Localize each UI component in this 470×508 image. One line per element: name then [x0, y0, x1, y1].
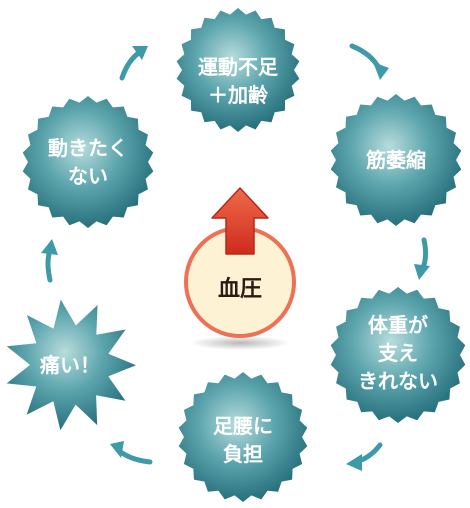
- node-top-label-2: ＋加齢: [208, 83, 269, 107]
- node-bottom-label: 足腰に: [213, 414, 273, 438]
- center-node: 血圧: [184, 187, 296, 350]
- arrow-left-upper-to-top-icon: [119, 46, 148, 81]
- up-arrow-icon: [211, 187, 269, 255]
- node-left-upper: 動きたく ない: [22, 96, 154, 228]
- center-shadow: [190, 336, 290, 350]
- node-left-lower: 痛い！: [6, 299, 136, 431]
- center-label: 血圧: [218, 276, 262, 302]
- arrow-bottom-to-left-lower-icon: [110, 441, 153, 465]
- node-left-lower-label: 痛い！: [40, 353, 100, 377]
- arrow-right-lower-to-bottom-icon: [346, 442, 383, 471]
- node-left-upper-burst: [22, 96, 154, 228]
- node-right-upper-burst: [330, 94, 462, 226]
- node-bottom: 足腰に 負担: [178, 372, 308, 502]
- node-top: 運動不足 ＋加齢: [176, 8, 300, 132]
- node-bottom-label-2: 負担: [223, 442, 263, 466]
- node-right-lower-label: 体重が: [368, 313, 428, 337]
- node-bottom-burst: [178, 372, 308, 502]
- node-top-label: 運動不足: [198, 55, 279, 79]
- node-top-burst: [176, 8, 300, 132]
- cycle-arrows: [41, 43, 430, 471]
- node-left-upper-label: 動きたく: [48, 136, 128, 160]
- node-left-lower-burst: [6, 299, 136, 431]
- node-right-lower-label-3: きれない: [358, 369, 438, 393]
- arrow-right-upper-to-right-lower-icon: [414, 237, 430, 280]
- node-left-upper-label-2: ない: [68, 164, 108, 188]
- node-right-lower-label-2: 支え: [378, 341, 418, 365]
- arrow-top-to-right-upper-icon: [349, 43, 389, 80]
- arrow-left-lower-to-left-upper-icon: [41, 239, 58, 283]
- node-right-lower: 体重が 支え きれない: [330, 287, 466, 423]
- node-right-upper-label: 筋萎縮: [366, 148, 426, 172]
- node-right-upper: 筋萎縮: [330, 94, 462, 226]
- node-right-lower-burst: [330, 287, 466, 423]
